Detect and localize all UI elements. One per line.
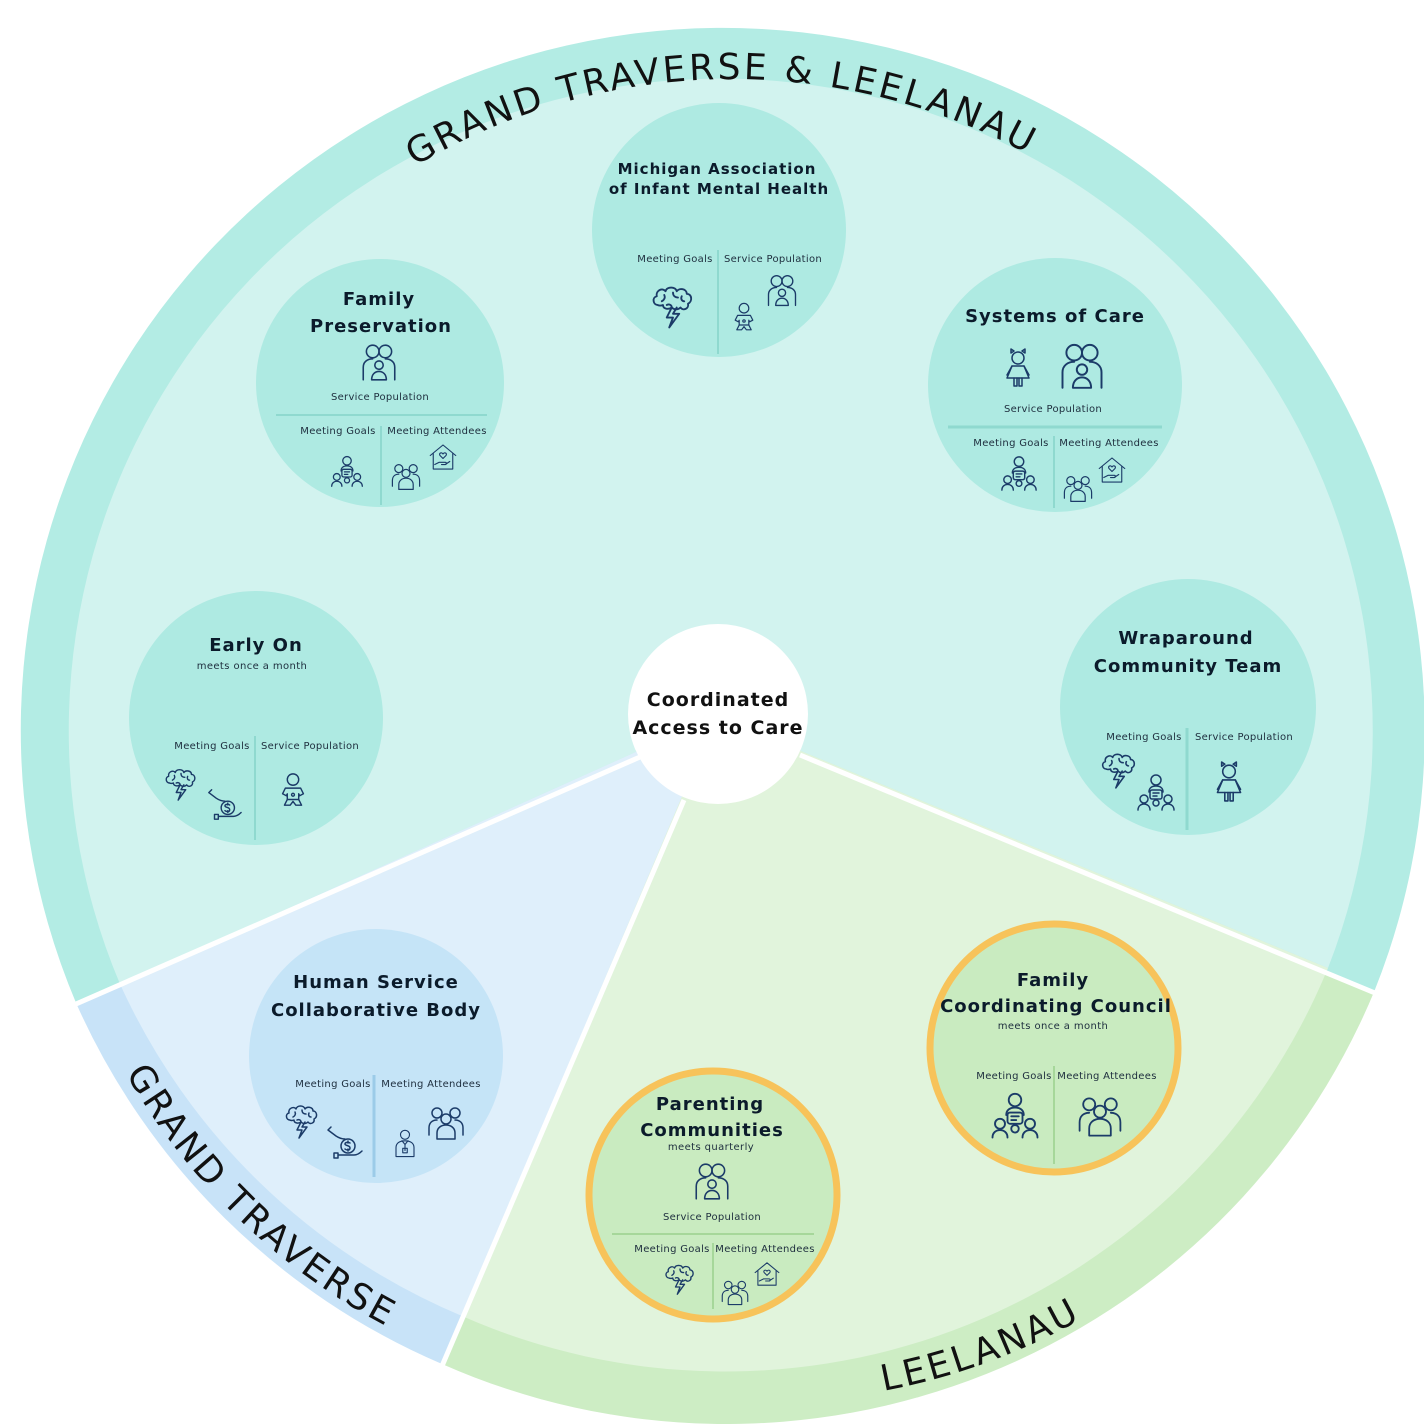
meeting-attendees-label: Meeting Attendees	[1059, 438, 1158, 449]
node-parenting-communities[interactable]: Parenting Communities meets quarterly Se…	[585, 1067, 841, 1323]
node-title-line1: Family	[1017, 970, 1089, 991]
meeting-goals-label: Meeting Goals	[973, 438, 1048, 449]
node-family-preservation[interactable]: Family Preservation Service Population M…	[256, 259, 504, 507]
node-family-coordinating-council[interactable]: Family Coordinating Council meets once a…	[926, 920, 1182, 1176]
service-population-label: Service Population	[1004, 404, 1102, 415]
node-wraparound-community-team[interactable]: Wraparound Community Team Meeting Goals …	[1060, 579, 1316, 835]
node-circle	[249, 929, 503, 1183]
meeting-attendees-label: Meeting Attendees	[1057, 1071, 1156, 1082]
meeting-goals-label: Meeting Goals	[300, 426, 375, 437]
meeting-attendees-label: Meeting Attendees	[715, 1244, 814, 1255]
hub-circle	[628, 624, 808, 804]
node-title-line2: Preservation	[310, 316, 452, 337]
meeting-attendees-label: Meeting Attendees	[381, 1079, 480, 1090]
meeting-goals-label: Meeting Goals	[637, 254, 712, 265]
node-circle	[928, 258, 1182, 512]
service-population-label: Service Population	[1195, 732, 1293, 743]
service-population-label: Service Population	[663, 1212, 761, 1223]
node-title-line1: Parenting	[656, 1094, 764, 1115]
node-title-line1: Wraparound	[1118, 628, 1253, 649]
divider-right	[799, 752, 1376, 996]
meeting-goals-label: Meeting Goals	[174, 741, 249, 752]
node-circle	[585, 1067, 841, 1323]
node-title: Early On	[209, 635, 303, 656]
meeting-goals-label: Meeting Goals	[976, 1071, 1051, 1082]
meeting-goals-label: Meeting Goals	[634, 1244, 709, 1255]
service-population-label: Service Population	[261, 741, 359, 752]
node-circle	[592, 103, 846, 357]
node-human-service-collaborative-body[interactable]: Human Service Collaborative Body Meeting…	[249, 929, 503, 1183]
meeting-goals-label: Meeting Goals	[295, 1079, 370, 1090]
node-title-line1: Human Service	[293, 972, 459, 993]
meeting-goals-label: Meeting Goals	[1106, 732, 1181, 743]
node-systems-of-care[interactable]: Systems of Care Service Population Meeti…	[928, 258, 1182, 512]
node-title-line1: Family	[343, 289, 415, 310]
meeting-attendees-label: Meeting Attendees	[387, 426, 486, 437]
node-title-line2: Collaborative Body	[271, 1000, 481, 1021]
node-note: meets quarterly	[668, 1142, 754, 1153]
node-circle	[256, 259, 504, 507]
divider-bottom	[439, 799, 687, 1367]
hub-line2: Access to Care	[632, 717, 803, 739]
node-title-line2: Communities	[640, 1120, 784, 1141]
hub[interactable]: Coordinated Access to Care	[628, 624, 808, 804]
node-title-line2: Community Team	[1094, 656, 1283, 677]
node-mi-infant-mental-health[interactable]: Michigan Association of Infant Mental He…	[592, 103, 846, 357]
node-note: meets once a month	[197, 661, 308, 672]
node-title: Systems of Care	[965, 306, 1145, 327]
node-circle	[926, 920, 1182, 1176]
node-title-line1: Michigan Association	[618, 160, 817, 178]
node-note: meets once a month	[998, 1021, 1109, 1032]
node-title-line2: Coordinating Council	[940, 996, 1172, 1017]
node-early-on[interactable]: Early On meets once a month Meeting Goal…	[129, 591, 383, 845]
node-circle	[1060, 579, 1316, 835]
service-population-label: Service Population	[724, 254, 822, 265]
node-title-line2: of Infant Mental Health	[609, 180, 829, 198]
divider-left	[74, 754, 642, 1007]
service-population-label: Service Population	[331, 392, 429, 403]
hub-line1: Coordinated	[647, 689, 789, 711]
sector-dividers	[74, 752, 1376, 1367]
